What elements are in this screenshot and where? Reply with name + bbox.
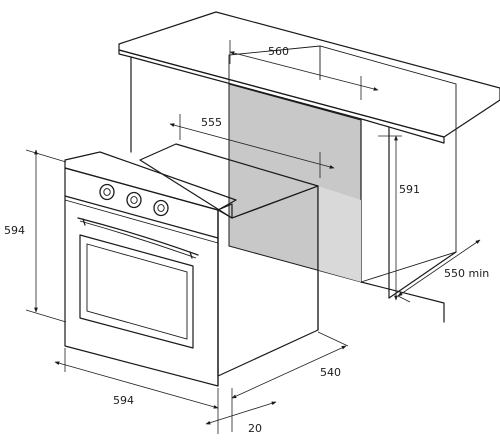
door-window-outer: [79, 234, 194, 349]
countertop-front-edge: [118, 49, 445, 144]
control-panel-divider-2: [64, 199, 219, 244]
knob-3: [153, 199, 169, 217]
knob-1: [99, 183, 115, 201]
niche-side-shade: [318, 186, 361, 282]
niche-floor: [360, 281, 445, 323]
control-panel-divider: [64, 195, 219, 239]
oven-front-panel: [64, 151, 237, 387]
control-strip: [64, 151, 237, 211]
dim-label-niche-depth: 550 min: [444, 267, 489, 280]
knob-2: [126, 191, 142, 209]
dim-label-oven-body-width: 555: [201, 116, 222, 129]
front-thickness: [217, 203, 233, 387]
door-handle: [77, 217, 199, 259]
door-window-inner: [86, 243, 188, 340]
dim-label-niche-height: 591: [399, 183, 420, 196]
dim-label-niche-width: 560: [268, 45, 289, 58]
cabinet: [118, 11, 500, 323]
dim-label-front-width: 594: [113, 394, 134, 407]
dim-label-front-height: 594: [4, 224, 25, 237]
dimension-lines: [25, 40, 481, 434]
dim-label-body-depth: 540: [320, 366, 341, 379]
dim-label-front-offset: 20: [248, 422, 262, 435]
